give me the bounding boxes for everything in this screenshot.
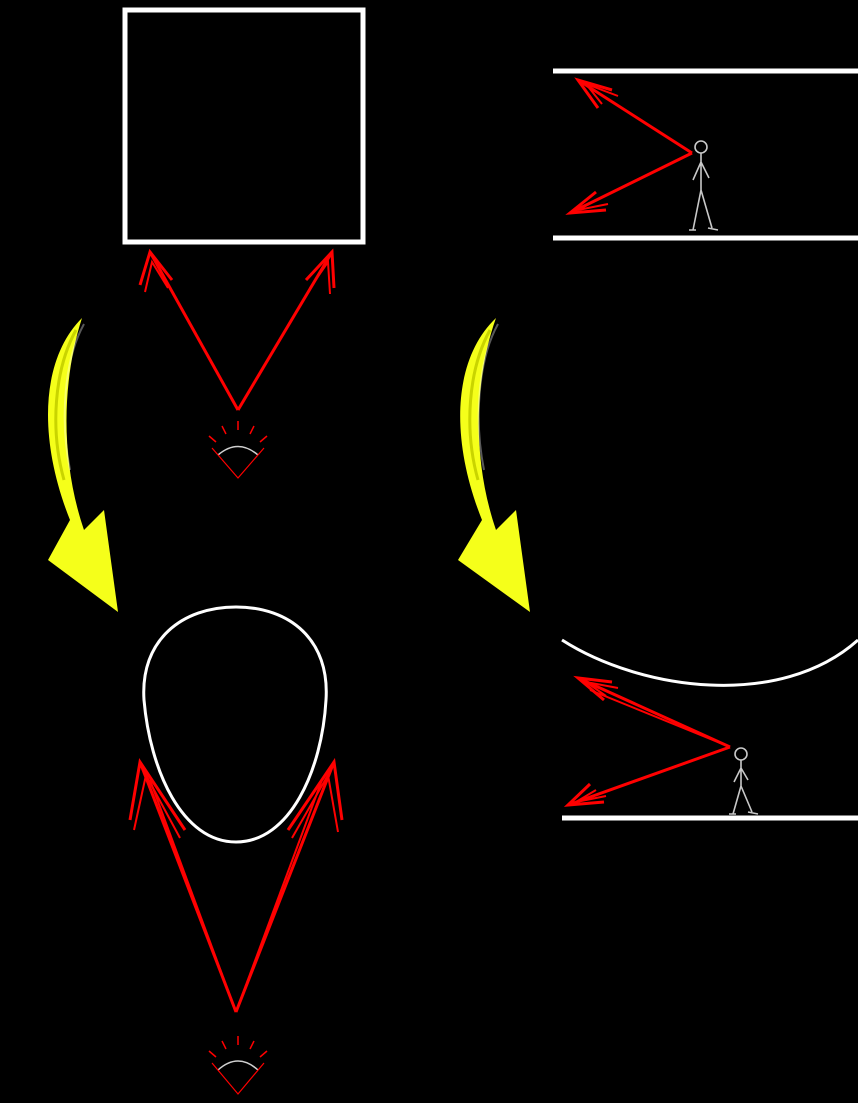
sight-rays-distorted xyxy=(130,762,342,1012)
flat-corridor-panel xyxy=(553,71,858,238)
curved-corridor-panel xyxy=(562,640,858,818)
sight-rays-top xyxy=(140,252,334,410)
person-icon xyxy=(729,748,758,814)
person-icon xyxy=(689,141,718,230)
curved-arrow-icon xyxy=(458,318,530,612)
curved-arrow-icon xyxy=(48,318,118,612)
square-room-panel xyxy=(125,10,363,478)
eye-icon xyxy=(209,421,267,478)
distorted-room-panel xyxy=(130,607,342,1094)
eye-icon xyxy=(209,1036,267,1094)
curved-ceiling xyxy=(562,640,858,685)
sight-rays-curved xyxy=(568,678,730,805)
square-room xyxy=(125,10,363,242)
sight-rays-corridor xyxy=(570,80,692,213)
